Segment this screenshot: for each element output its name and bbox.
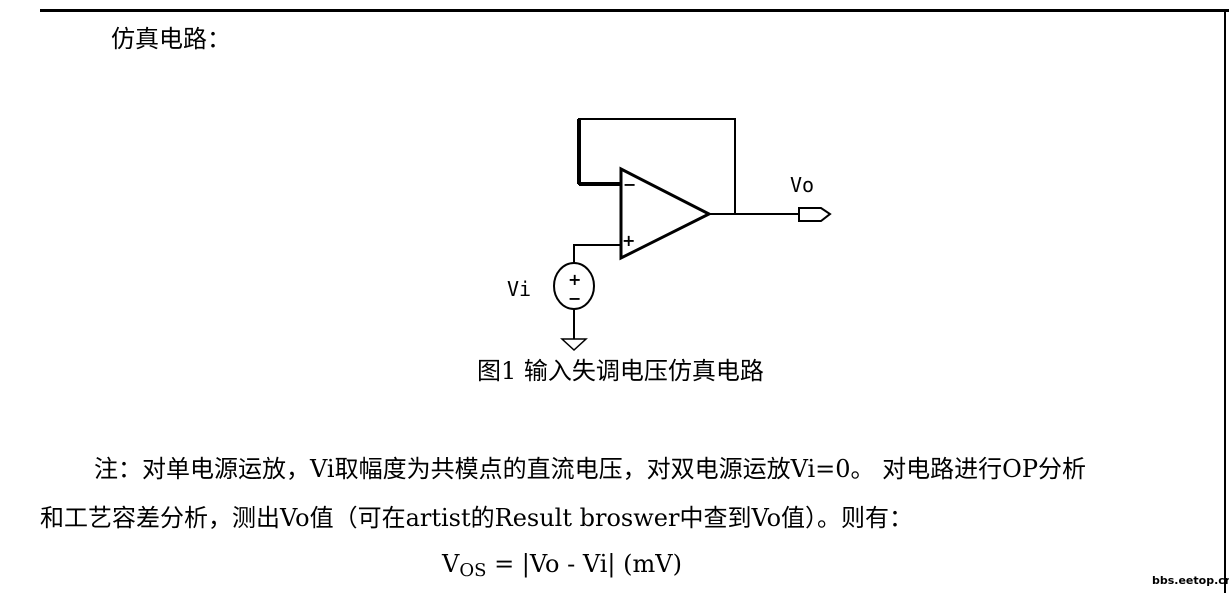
- formula-lhs: V: [442, 550, 460, 578]
- inverting-input-sign: −: [623, 175, 636, 194]
- opamp-circuit-diagram: − + Vo + − Vi: [507, 118, 832, 352]
- right-border-rule: [1224, 12, 1226, 593]
- opamp-symbol: [619, 166, 713, 261]
- ground-icon: [560, 338, 588, 352]
- output-port-icon: [798, 207, 832, 222]
- section-heading: 仿真电路：: [111, 25, 231, 53]
- site-watermark: bbs.eetop.cn: [1152, 574, 1229, 587]
- note-paragraph-line-2: 和工艺容差分析，测出Vo值（可在artist的Result broswer中查到…: [40, 504, 914, 532]
- figure-caption: 图1 输入失调电压仿真电路: [477, 357, 764, 385]
- top-border-rule: [40, 9, 1229, 12]
- offset-voltage-formula: VOS = |Vo - Vi| (mV): [442, 549, 682, 586]
- voltage-source-plus: +: [568, 270, 581, 289]
- output-label: Vo: [790, 173, 814, 197]
- formula-subscript: OS: [459, 560, 487, 581]
- note-paragraph-line-1: 注：对单电源运放，Vi取幅度为共模点的直流电压，对双电源运放Vi=0。 对电路进…: [94, 455, 1087, 483]
- formula-rhs: = |Vo - Vi| (mV): [486, 550, 682, 578]
- input-label: Vi: [507, 277, 531, 301]
- noninverting-input-sign: +: [622, 231, 635, 250]
- voltage-source-minus: −: [568, 289, 581, 308]
